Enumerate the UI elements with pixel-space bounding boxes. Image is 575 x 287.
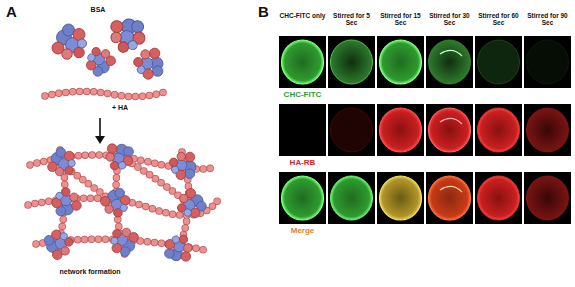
process-arrow [99,118,101,138]
network-proteins [38,138,210,268]
row-label: HA-RB [290,159,316,168]
column-header: Stirred for 30 Sec [426,12,473,26]
component-label: BSA [91,6,106,14]
bsa-proteins [52,9,172,85]
caption-label: network formation [59,268,120,276]
panel-letter: A [6,4,17,21]
micrograph-grid [279,36,571,224]
column-header: CHC-FITC only [279,12,326,19]
row-label: Merge [291,227,315,236]
column-header: Stirred for 90 Sec [524,12,571,26]
column-header: Stirred for 5 Sec [328,12,375,26]
arrow-head [95,136,105,144]
column-header: Stirred for 60 Sec [475,12,522,26]
ha-chain [45,91,165,96]
column-header: Stirred for 15 Sec [377,12,424,26]
panel-letter: B [258,4,269,21]
row-label: CHC-FITC [284,91,322,100]
ha-chain [45,91,165,96]
component-label: + HA [112,104,128,112]
